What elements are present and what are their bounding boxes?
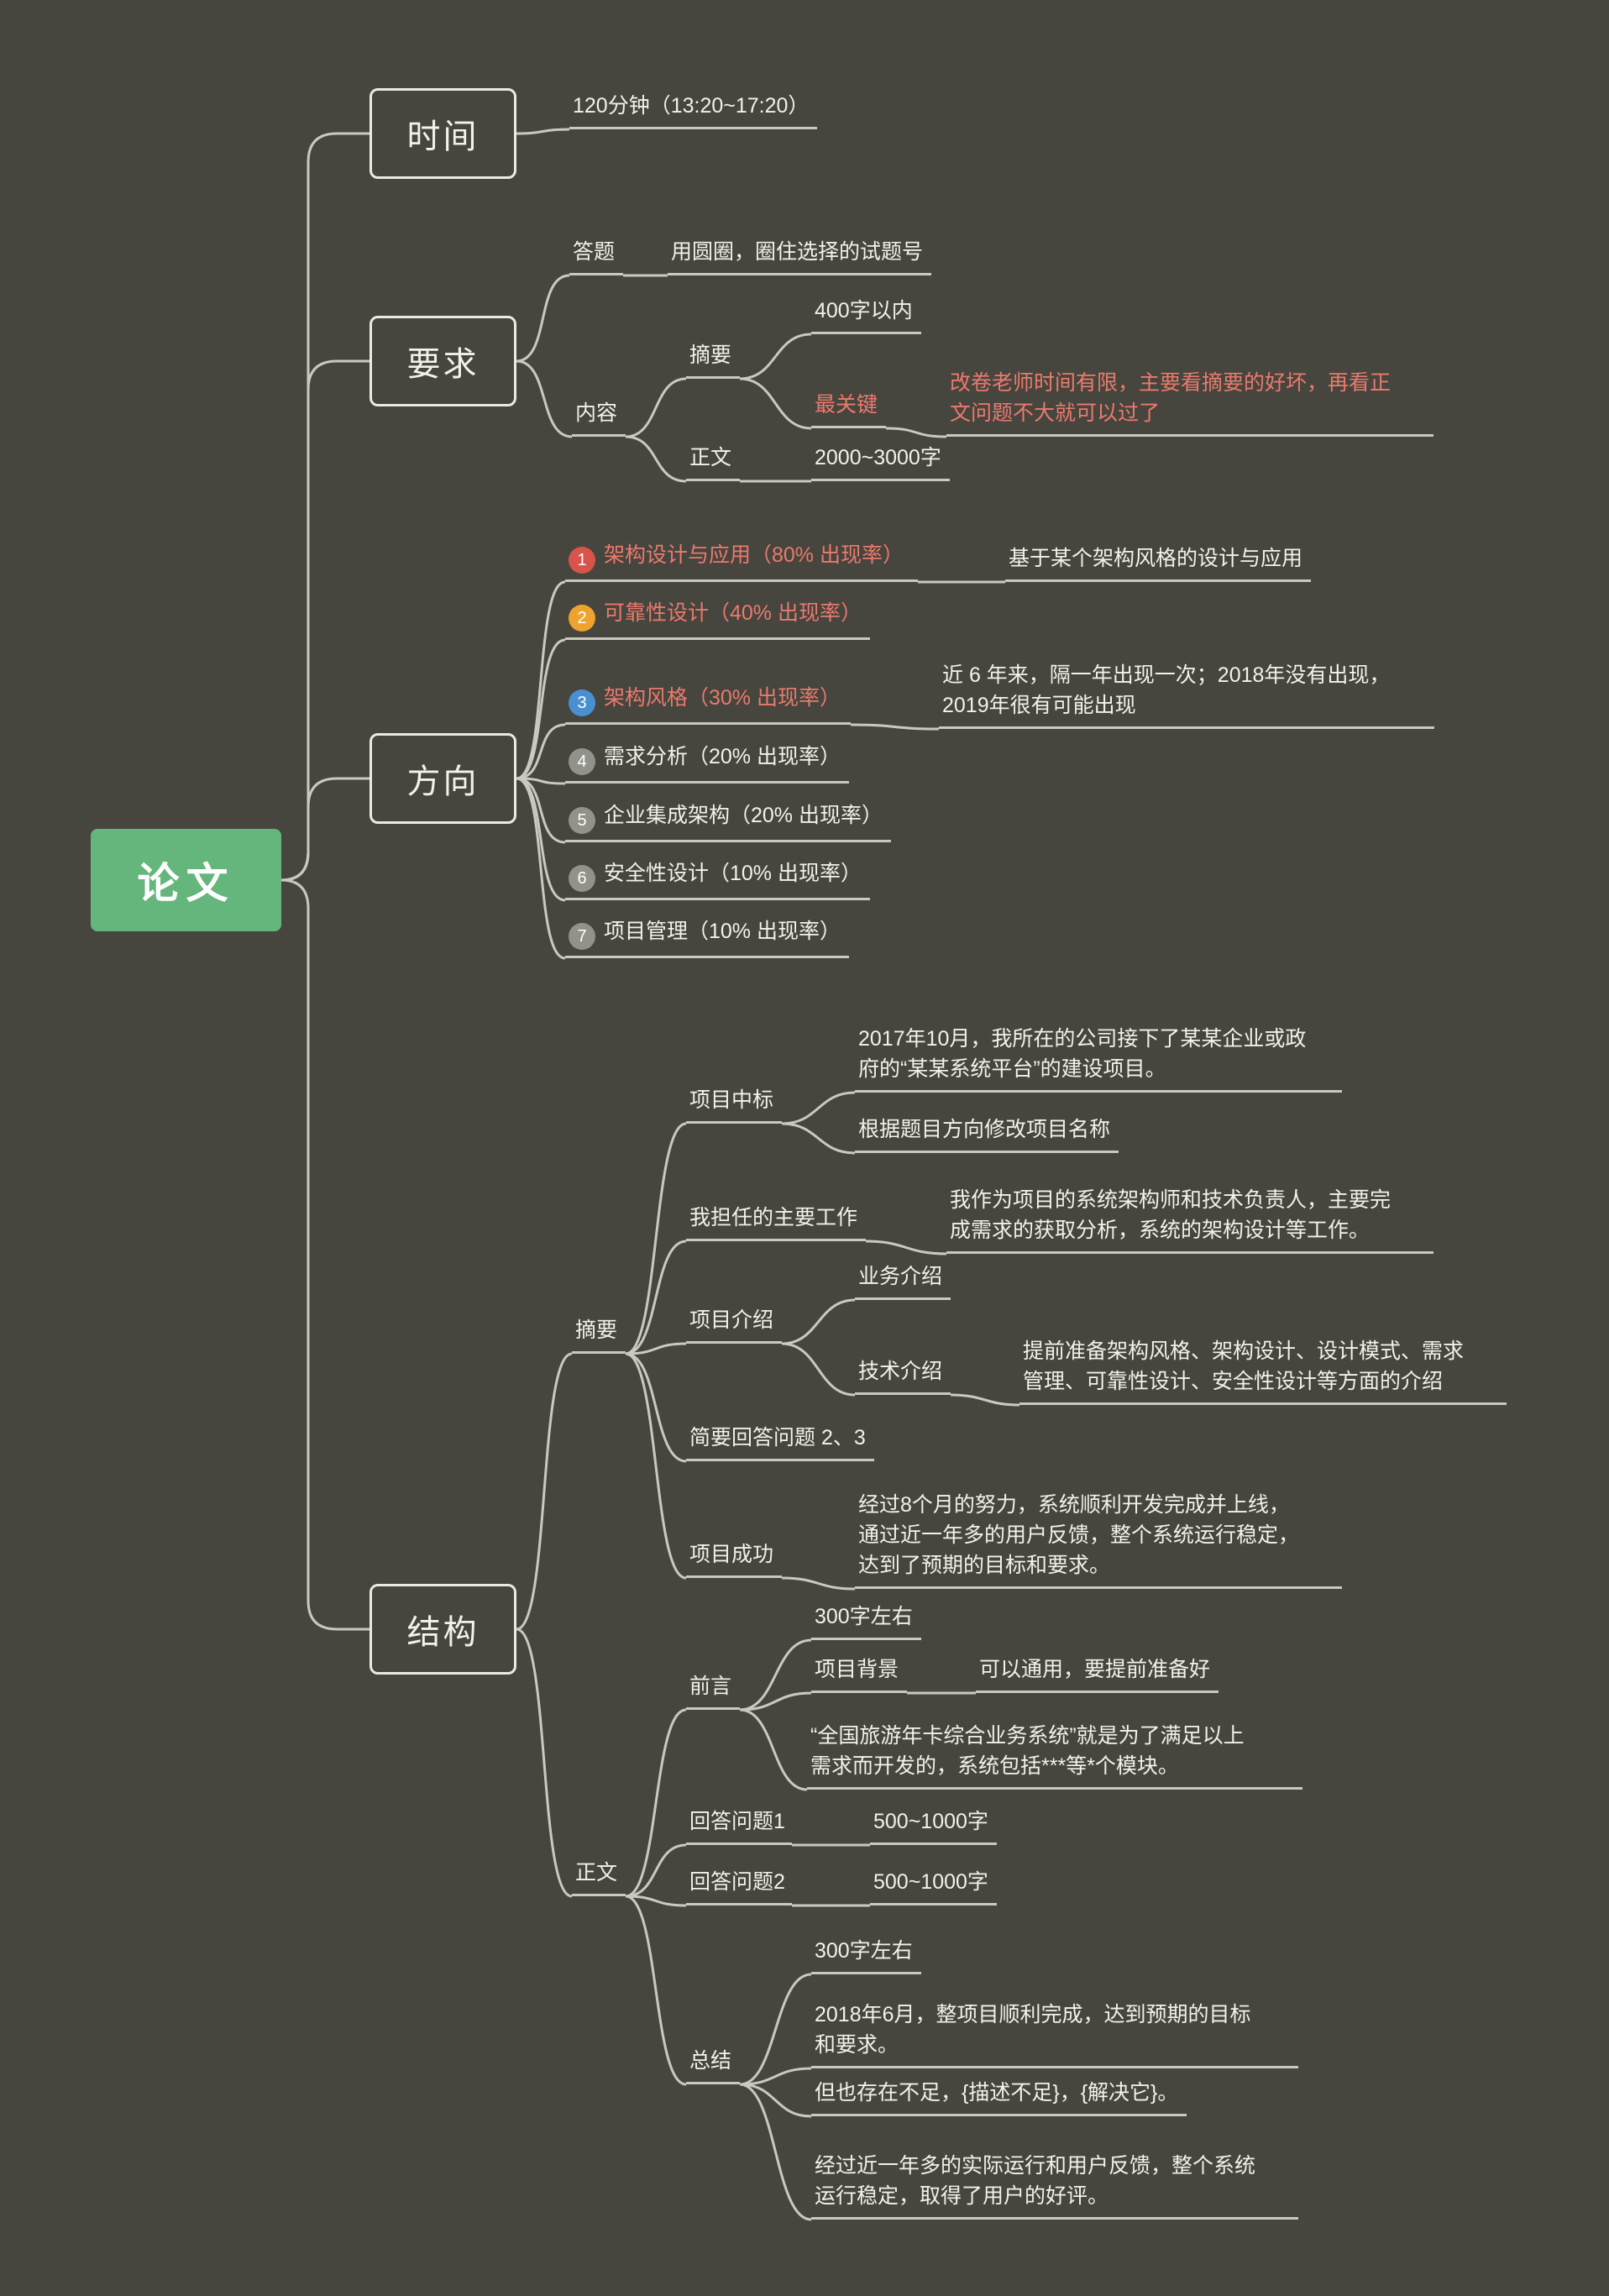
number-1-badge-icon: 1 (569, 547, 595, 574)
topic-direction-5[interactable]: 5 企业集成架构（20% 出现率） (565, 799, 891, 842)
topic-summary[interactable]: 总结 (686, 2044, 740, 2084)
topic-abstract-limit[interactable]: 400字以内 (811, 294, 921, 334)
topic-summary-feedback[interactable]: 经过近一年多的实际运行和用户反馈，整个系统 运行稳定，取得了用户的好评。 (811, 2149, 1298, 2220)
topic-tech-intro-note[interactable]: 提前准备架构风格、架构设计、设计模式、需求 管理、可靠性设计、安全性设计等方面的… (1019, 1334, 1507, 1405)
topic-direction-3-note[interactable]: 近 6 年来，隔一年出现一次；2018年没有出现， 2019年很有可能出现 (939, 658, 1434, 729)
topic-project-win-tip[interactable]: 根据题目方向修改项目名称 (855, 1113, 1119, 1153)
topic-answering-note[interactable]: 用圆圈，圈住选择的试题号 (668, 235, 932, 275)
topic-direction-1-note[interactable]: 基于某个架构风格的设计与应用 (1005, 542, 1312, 582)
number-6-badge-icon: 6 (569, 865, 595, 892)
topic-summary-done[interactable]: 2018年6月，整项目顺利完成，达到预期的目标 和要求。 (811, 1998, 1298, 2068)
topic-project-success-desc[interactable]: 经过8个月的努力，系统顺利开发完成并上线， 通过近一年多的用户反馈，整个系统运行… (855, 1488, 1342, 1589)
topic-question-2[interactable]: 回答问题2 (686, 1865, 792, 1905)
direction-3-label: 架构风格（30% 出现率） (604, 686, 841, 710)
direction-5-label: 企业集成架构（20% 出现率） (604, 804, 883, 827)
topic-req-abstract[interactable]: 摘要 (686, 338, 740, 379)
topic-content[interactable]: 内容 (572, 396, 626, 437)
topic-direction-1[interactable]: 1 架构设计与应用（80% 出现率） (565, 538, 918, 582)
number-7-badge-icon: 7 (569, 923, 595, 950)
number-5-badge-icon: 5 (569, 807, 595, 834)
topic-abstract-key[interactable]: 最关键 (811, 388, 886, 428)
direction-2-label: 可靠性设计（40% 出现率） (604, 601, 862, 625)
topic-project-intro[interactable]: 项目介绍 (686, 1303, 782, 1344)
topic-project-win[interactable]: 项目中标 (686, 1083, 782, 1124)
topic-structure-abstract[interactable]: 摘要 (572, 1313, 626, 1354)
branch-direction[interactable]: 方向 (369, 733, 516, 824)
topic-direction-7[interactable]: 7 项目管理（10% 出现率） (565, 915, 849, 958)
topic-summary-flaw[interactable]: 但也存在不足，{描述不足}，{解决它}。 (811, 2076, 1187, 2116)
branch-requirements[interactable]: 要求 (369, 316, 516, 406)
topic-direction-6[interactable]: 6 安全性设计（10% 出现率） (565, 857, 870, 900)
topic-tech-intro[interactable]: 技术介绍 (855, 1355, 951, 1395)
topic-abstract-key-note[interactable]: 改卷老师时间有限，主要看摘要的好坏，再看正 文问题不大就可以过了 (946, 366, 1433, 437)
branch-time[interactable]: 时间 (369, 88, 516, 179)
topic-question-1-length[interactable]: 500~1000字 (870, 1805, 997, 1845)
direction-4-label: 需求分析（20% 出现率） (604, 745, 841, 768)
topic-direction-2[interactable]: 2 可靠性设计（40% 出现率） (565, 596, 870, 640)
direction-7-label: 项目管理（10% 出现率） (604, 920, 841, 943)
root-topic-thesis[interactable]: 论文 (91, 829, 281, 931)
branch-structure[interactable]: 结构 (369, 1584, 516, 1675)
topic-answering[interactable]: 答题 (569, 235, 623, 275)
topic-preface-length[interactable]: 300字左右 (811, 1600, 921, 1640)
number-3-badge-icon: 3 (569, 689, 595, 716)
number-4-badge-icon: 4 (569, 748, 595, 775)
topic-preface[interactable]: 前言 (686, 1670, 740, 1710)
topic-req-body[interactable]: 正文 (686, 441, 740, 481)
direction-6-label: 安全性设计（10% 出现率） (604, 862, 862, 885)
topic-time-duration[interactable]: 120分钟（13:20~17:20） (569, 89, 818, 129)
topic-body-limit[interactable]: 2000~3000字 (811, 441, 950, 481)
topic-question-1[interactable]: 回答问题1 (686, 1805, 792, 1845)
topic-preface-example[interactable]: “全国旅游年卡综合业务系统”就是为了满足以上 需求而开发的，系统包括***等*个… (807, 1719, 1302, 1790)
topic-project-background[interactable]: 项目背景 (811, 1653, 907, 1693)
topic-structure-body[interactable]: 正文 (572, 1856, 626, 1896)
topic-direction-3[interactable]: 3 架构风格（30% 出现率） (565, 681, 851, 725)
topic-direction-4[interactable]: 4 需求分析（20% 出现率） (565, 740, 849, 784)
direction-1-label: 架构设计与应用（80% 出现率） (604, 543, 904, 567)
topic-project-win-desc[interactable]: 2017年10月，我所在的公司接下了某某企业或政 府的“某某系统平台”的建设项目… (855, 1022, 1342, 1093)
topic-my-role-desc[interactable]: 我作为项目的系统架构师和技术负责人，主要完 成需求的获取分析，系统的架构设计等工… (946, 1183, 1433, 1254)
topic-my-role[interactable]: 我担任的主要工作 (686, 1201, 866, 1241)
topic-project-success[interactable]: 项目成功 (686, 1538, 782, 1578)
number-2-badge-icon: 2 (569, 605, 595, 632)
topic-business-intro[interactable]: 业务介绍 (855, 1260, 951, 1300)
topic-summary-length[interactable]: 300字左右 (811, 1934, 921, 1974)
topic-question-2-length[interactable]: 500~1000字 (870, 1865, 997, 1905)
topic-brief-answer[interactable]: 简要回答问题 2、3 (686, 1421, 874, 1461)
topic-project-background-note[interactable]: 可以通用，要提前准备好 (976, 1653, 1219, 1693)
